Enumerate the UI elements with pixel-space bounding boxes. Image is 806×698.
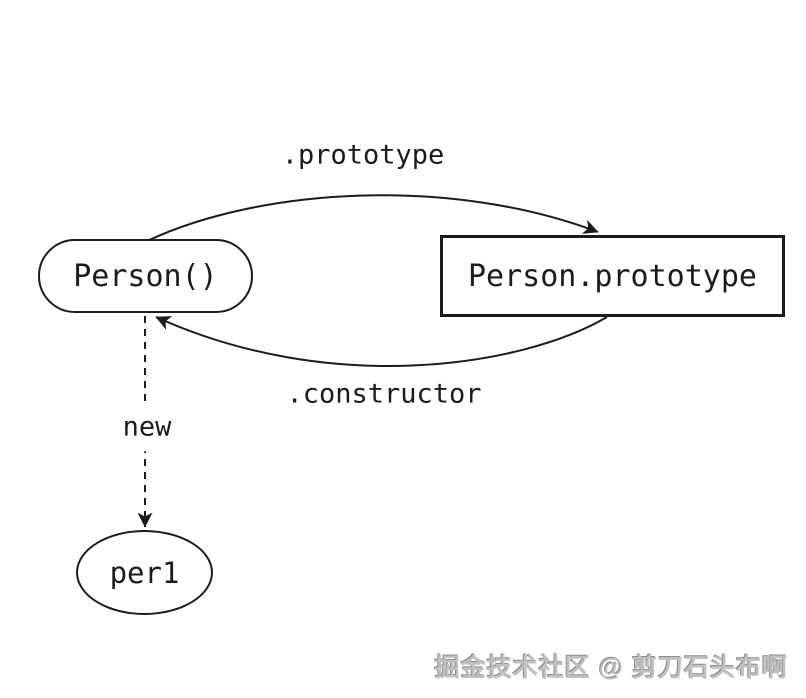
node-person-prototype-label: Person.prototype	[468, 258, 757, 294]
edge-prototype-arrow	[146, 194, 599, 242]
node-person-constructor-label: Person()	[73, 258, 218, 294]
edge-label-new: new	[117, 402, 177, 452]
node-person-constructor: Person()	[38, 239, 253, 313]
node-per1-instance-label: per1	[109, 555, 180, 590]
edge-label-prototype: .prototype	[281, 139, 445, 171]
watermark-text: 掘金技术社区 @ 剪刀石头布啊	[434, 654, 788, 682]
edge-constructor-arrow	[155, 316, 608, 367]
node-person-prototype: Person.prototype	[440, 235, 785, 317]
edge-label-constructor: .constructor	[286, 378, 482, 410]
node-per1-instance: per1	[76, 530, 213, 615]
